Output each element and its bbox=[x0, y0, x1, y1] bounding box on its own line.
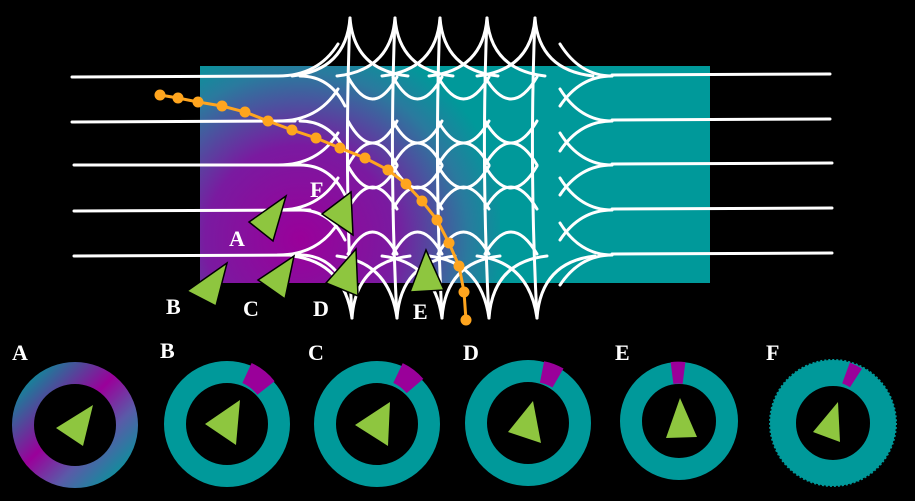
trajectory-point bbox=[453, 260, 465, 272]
trajectory-point bbox=[382, 164, 394, 176]
field-labels: A B C D E F bbox=[166, 177, 428, 324]
trajectory-point bbox=[460, 314, 472, 326]
ring-triangle-e bbox=[666, 398, 697, 438]
field-label-a: A bbox=[229, 226, 245, 251]
ring-label-f: F bbox=[766, 340, 779, 365]
ring-triangle-a bbox=[56, 405, 93, 446]
rings-row: A B C D E bbox=[12, 338, 897, 488]
field-label-d: D bbox=[313, 296, 329, 321]
field-label-f: F bbox=[310, 177, 323, 202]
field-label-b: B bbox=[166, 294, 181, 319]
triangle-f bbox=[320, 190, 354, 237]
ring-b: B bbox=[160, 338, 290, 487]
trajectory-point bbox=[286, 124, 298, 136]
field-region bbox=[200, 66, 710, 283]
curve-network bbox=[276, 16, 614, 320]
ring-triangle-d bbox=[508, 401, 541, 443]
triangle-c bbox=[256, 254, 296, 301]
ring-label-a: A bbox=[12, 340, 28, 365]
ring-triangle-f bbox=[813, 402, 840, 442]
ring-e: E bbox=[615, 340, 738, 480]
ring-c: C bbox=[308, 340, 440, 487]
trajectory-point bbox=[216, 100, 228, 112]
triangle-b bbox=[185, 261, 229, 308]
trajectory-point bbox=[239, 106, 251, 118]
trajectory-point bbox=[262, 115, 274, 127]
orange-trajectory bbox=[154, 89, 472, 326]
field-label-e: E bbox=[413, 299, 428, 324]
trajectory-point bbox=[334, 142, 346, 154]
trajectory-point bbox=[310, 132, 322, 144]
triangle-e bbox=[408, 248, 446, 293]
ring-label-d: D bbox=[463, 340, 479, 365]
trajectory-point bbox=[154, 89, 166, 101]
trajectory-point bbox=[400, 178, 412, 190]
ring-a: A bbox=[12, 340, 138, 488]
trajectory-point bbox=[443, 237, 455, 249]
trajectory-point bbox=[416, 195, 428, 207]
ring-triangle-c bbox=[355, 402, 390, 446]
ring-d: D bbox=[463, 340, 591, 486]
triangle-d bbox=[324, 247, 359, 298]
field-triangles bbox=[185, 190, 446, 308]
ring-triangle-b bbox=[205, 400, 240, 445]
trajectory-point bbox=[172, 92, 184, 104]
triangle-a bbox=[247, 194, 288, 243]
ring-label-b: B bbox=[160, 338, 175, 363]
trajectory-point bbox=[192, 96, 204, 108]
field-label-c: C bbox=[243, 296, 259, 321]
trajectory-point bbox=[359, 152, 371, 164]
ring-label-c: C bbox=[308, 340, 324, 365]
ring-f: F bbox=[766, 340, 897, 487]
trajectory-point bbox=[431, 214, 443, 226]
ring-label-e: E bbox=[615, 340, 630, 365]
horizontal-lines-right bbox=[610, 72, 834, 256]
trajectory-point bbox=[458, 286, 470, 298]
